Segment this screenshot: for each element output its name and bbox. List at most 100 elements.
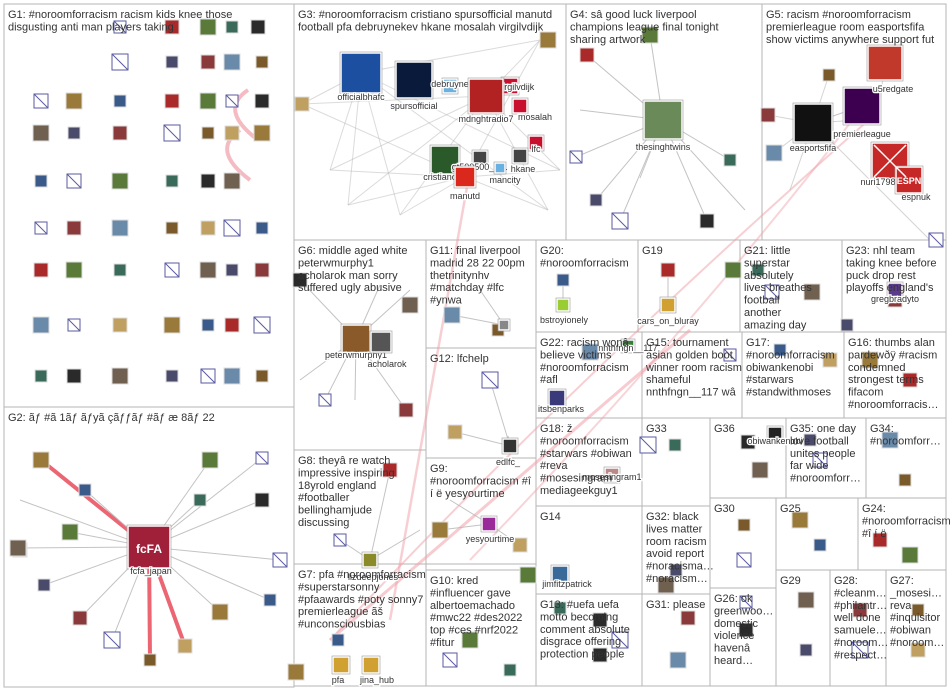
- avatar-node[interactable]: [503, 663, 517, 677]
- avatar-node[interactable]: [660, 262, 676, 278]
- avatar-node[interactable]: [881, 431, 899, 449]
- avatar-node[interactable]: [803, 283, 821, 301]
- avatar-node[interactable]: [669, 651, 687, 669]
- avatar-node[interactable]: [263, 593, 277, 607]
- avatar-node[interactable]: [294, 96, 310, 112]
- avatar-node[interactable]: [861, 351, 879, 369]
- avatar-node[interactable]: [164, 93, 180, 109]
- node-mediageekguy1[interactable]: [604, 467, 620, 483]
- avatar-node[interactable]: [111, 367, 129, 385]
- node-cars_on_bluray[interactable]: [660, 297, 676, 313]
- node-debruy[interactable]: [442, 78, 458, 94]
- avatar-node[interactable]: [797, 591, 815, 609]
- avatar-node[interactable]: [898, 473, 912, 487]
- node-premierleague[interactable]: [843, 87, 881, 125]
- avatar-node[interactable]: [112, 317, 128, 333]
- avatar-node[interactable]: [910, 642, 926, 658]
- avatar-node[interactable]: [67, 126, 81, 140]
- avatar-node[interactable]: [765, 144, 783, 162]
- avatar-node[interactable]: [165, 369, 179, 383]
- node-edlfc[interactable]: [502, 438, 518, 454]
- avatar-node[interactable]: [512, 537, 528, 553]
- node-mosalah[interactable]: [512, 98, 528, 114]
- avatar-node[interactable]: [225, 263, 239, 277]
- avatar-node[interactable]: [791, 511, 809, 529]
- avatar-node[interactable]: [751, 461, 769, 479]
- avatar-node[interactable]: [201, 451, 219, 469]
- avatar-node[interactable]: [9, 539, 27, 557]
- avatar-node[interactable]: [581, 343, 599, 361]
- node-nnthfngn[interactable]: [621, 339, 635, 353]
- avatar-node[interactable]: [822, 68, 836, 82]
- node-u5redgate[interactable]: [867, 45, 903, 81]
- avatar-node[interactable]: [112, 125, 128, 141]
- avatar-node[interactable]: [254, 93, 270, 109]
- avatar-node[interactable]: [32, 124, 50, 142]
- avatar-node[interactable]: [723, 153, 737, 167]
- avatar-node[interactable]: [165, 221, 179, 235]
- avatar-node[interactable]: [641, 26, 659, 44]
- avatar-node[interactable]: [738, 622, 754, 638]
- avatar-node[interactable]: [680, 610, 696, 626]
- avatar-node[interactable]: [224, 317, 240, 333]
- node-officialbhafc[interactable]: [340, 52, 382, 94]
- node-lizdeepjones[interactable]: [362, 552, 378, 568]
- avatar-node[interactable]: [556, 273, 570, 287]
- node-lfc[interactable]: [528, 135, 544, 151]
- avatar-node[interactable]: [760, 107, 776, 123]
- node-fcfa_japan[interactable]: [127, 525, 171, 569]
- avatar-node[interactable]: [431, 521, 449, 539]
- avatar-node[interactable]: [902, 372, 918, 388]
- avatar-node[interactable]: [177, 638, 193, 654]
- avatar-node[interactable]: [292, 272, 308, 288]
- avatar-node[interactable]: [699, 213, 715, 229]
- avatar-node[interactable]: [592, 612, 608, 628]
- avatar-node[interactable]: [592, 647, 608, 663]
- node-hkane[interactable]: [512, 148, 528, 164]
- avatar-node[interactable]: [331, 633, 345, 647]
- avatar-node[interactable]: [113, 94, 127, 108]
- avatar-node[interactable]: [668, 438, 682, 452]
- avatar-node[interactable]: [72, 610, 88, 626]
- avatar-node[interactable]: [32, 451, 50, 469]
- avatar-node[interactable]: [255, 55, 269, 69]
- avatar-node[interactable]: [443, 306, 461, 324]
- avatar-node[interactable]: [200, 173, 216, 189]
- node-easportsfifa[interactable]: [793, 103, 833, 143]
- avatar-node[interactable]: [822, 352, 838, 368]
- avatar-node[interactable]: [200, 220, 216, 236]
- avatar-node[interactable]: [579, 47, 595, 63]
- avatar-node[interactable]: [111, 219, 129, 237]
- avatar-node[interactable]: [223, 367, 241, 385]
- avatar-node[interactable]: [773, 343, 787, 357]
- avatar-node[interactable]: [553, 601, 567, 615]
- avatar-node[interactable]: [78, 483, 92, 497]
- avatar-node[interactable]: [34, 369, 48, 383]
- avatar-node[interactable]: [32, 316, 50, 334]
- avatar-node[interactable]: [589, 193, 603, 207]
- avatar-node[interactable]: [539, 31, 557, 49]
- node-jimfitzpatrick[interactable]: [551, 565, 569, 583]
- avatar-node[interactable]: [737, 518, 751, 532]
- avatar-node[interactable]: [254, 262, 270, 278]
- node-mdnghtradio7[interactable]: [468, 78, 504, 114]
- avatar-node[interactable]: [813, 538, 827, 552]
- avatar-node[interactable]: [255, 369, 269, 383]
- avatar-node[interactable]: [65, 92, 83, 110]
- node-peterwmurphy1[interactable]: [341, 324, 371, 354]
- node-gt500500[interactable]: [472, 150, 488, 166]
- avatar-node[interactable]: [200, 54, 216, 70]
- avatar-node[interactable]: [111, 172, 129, 190]
- node-thesinghtwins[interactable]: [643, 100, 683, 140]
- avatar-node[interactable]: [840, 318, 854, 332]
- avatar-node[interactable]: [224, 125, 240, 141]
- avatar-node[interactable]: [66, 368, 82, 384]
- avatar-node[interactable]: [401, 296, 419, 314]
- avatar-node[interactable]: [724, 261, 742, 279]
- avatar-node[interactable]: [519, 566, 537, 584]
- avatar-node[interactable]: [901, 546, 919, 564]
- avatar-node[interactable]: [803, 433, 817, 447]
- avatar-node[interactable]: [164, 19, 180, 35]
- avatar-node[interactable]: [751, 263, 765, 277]
- avatar-node[interactable]: [657, 576, 675, 594]
